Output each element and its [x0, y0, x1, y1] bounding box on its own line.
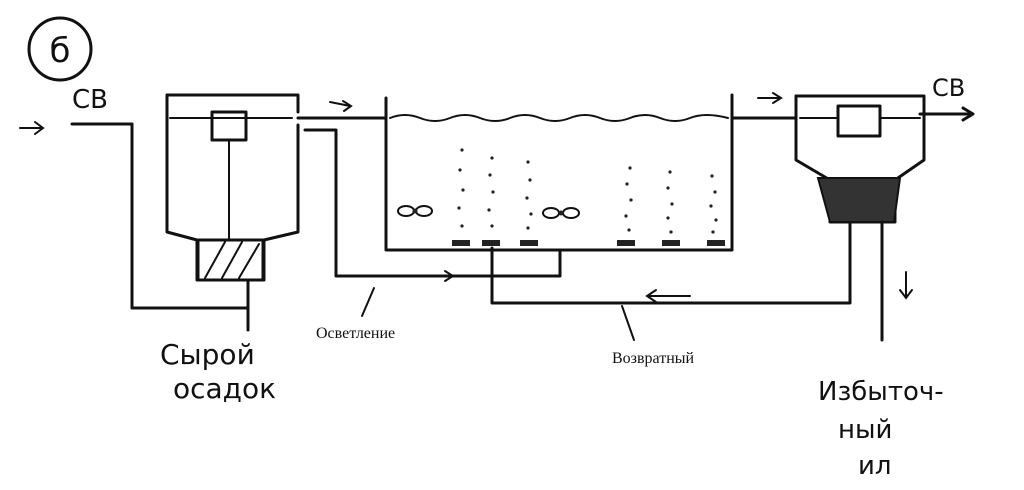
- scheme-number: б: [50, 31, 71, 71]
- clarification-pipe: [303, 128, 562, 278]
- primary-settler-center-well: [210, 110, 248, 142]
- outlet-arrow: [961, 106, 975, 122]
- return-sludge-arrow: [645, 289, 691, 303]
- scheme-number-circle: [27, 16, 93, 82]
- aeration-water-surface: [389, 114, 729, 122]
- raw-sludge-label-line2: осадок: [173, 372, 276, 405]
- outlet-label: СВ: [932, 74, 965, 102]
- clarification-leader: [361, 287, 375, 317]
- air-bubbles: [457, 148, 718, 234]
- inlet: СВ: [19, 85, 250, 310]
- inlet-label: СВ: [72, 85, 108, 115]
- raw-sludge-label-line1: Сырой: [160, 338, 255, 371]
- aerator: [707, 240, 725, 246]
- aerator: [617, 240, 635, 246]
- settler-outflow-arrow: [329, 100, 353, 112]
- secondary-settler-center-well: [836, 104, 882, 138]
- aerotank-outflow-arrow: [757, 92, 783, 104]
- excess-sludge-arrow: [899, 271, 913, 300]
- inlet-arrow: [19, 121, 45, 135]
- aerator: [452, 240, 470, 246]
- excess-sludge-label-line1: Избыточ-: [818, 377, 944, 407]
- return-sludge-pipe: [490, 220, 852, 305]
- aeration-tank: [384, 93, 734, 252]
- primary-settler-top: [165, 93, 300, 114]
- clarification-label: Осветление: [316, 325, 395, 342]
- return-label: Возвратный: [612, 350, 695, 367]
- aerator: [662, 240, 680, 246]
- clarification-arrow: [419, 270, 455, 282]
- settler-to-aerotank-pipe: [296, 100, 562, 317]
- activated-sludge-hopper: [816, 177, 902, 223]
- aeration-tank-walls: [384, 93, 734, 252]
- aerators: [452, 240, 725, 246]
- primary-settler-body: [165, 93, 300, 282]
- aerator: [482, 240, 500, 246]
- scheme-number-badge: б: [27, 16, 93, 82]
- mixer-right: [542, 207, 580, 219]
- secondary-settler-top: [794, 94, 926, 120]
- inlet-pipe: [70, 122, 250, 310]
- secondary-settler: СВ: [730, 74, 975, 342]
- return-sludge-line: [490, 220, 852, 341]
- primary-settler: [165, 93, 300, 332]
- excess-sludge-label-line3: ил: [858, 451, 892, 481]
- raw-sludge-hopper: [196, 238, 265, 282]
- aerator: [520, 240, 538, 246]
- raw-sludge-hatch: [204, 241, 260, 279]
- mixer-left: [397, 205, 433, 217]
- return-leader: [621, 305, 635, 341]
- excess-sludge-label-line2: ный: [838, 415, 892, 445]
